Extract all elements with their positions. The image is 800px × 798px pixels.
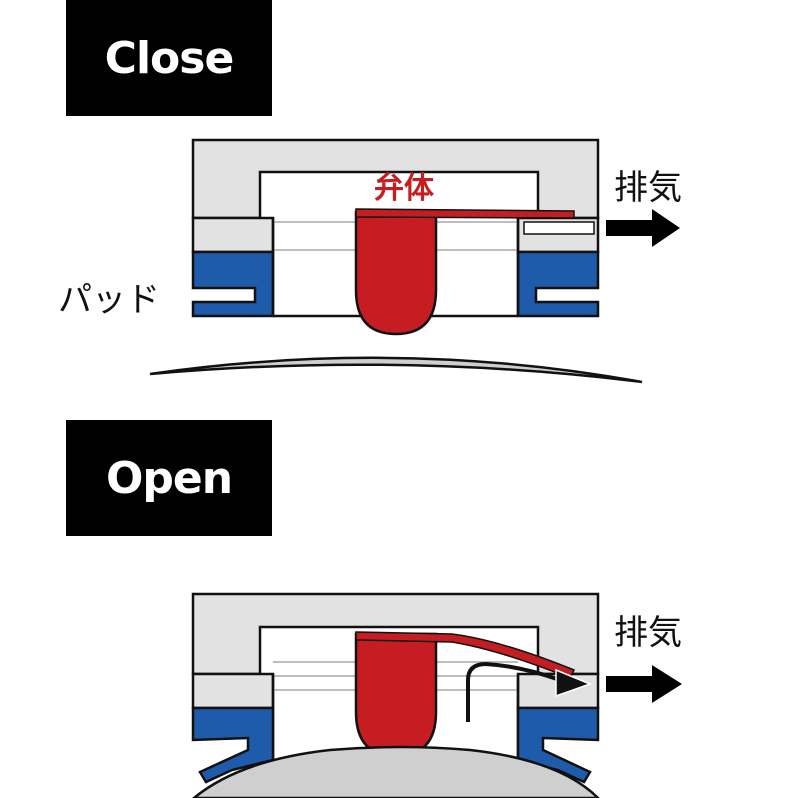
airflow-arrow: [466, 661, 561, 722]
closed-surface: [149, 356, 643, 384]
closed-valve-plug: [354, 210, 438, 336]
open-left-block: [191, 672, 275, 710]
close-state-label: Close: [66, 0, 272, 116]
open-exhaust-arrow: [606, 665, 682, 703]
closed-left-block: [191, 216, 275, 254]
closed-valve-flap: [355, 208, 575, 219]
open-valve-plug: [354, 632, 438, 758]
valve-body-label: 弁体: [374, 171, 434, 206]
open-left-pad: [191, 706, 275, 784]
exhaust-label-closed: 排気: [614, 168, 682, 208]
closed-right-pad: [516, 250, 600, 318]
exhaust-label-open: 排気: [614, 613, 682, 653]
open-state-label: Open: [66, 420, 272, 536]
closed-left-pad: [191, 250, 275, 318]
open-valve-assembly: [191, 592, 682, 798]
closed-valve-assembly: [149, 138, 680, 384]
closed-exhaust-arrow: [606, 209, 680, 247]
pad-label: パッド: [58, 280, 160, 320]
open-surface: [192, 745, 600, 798]
